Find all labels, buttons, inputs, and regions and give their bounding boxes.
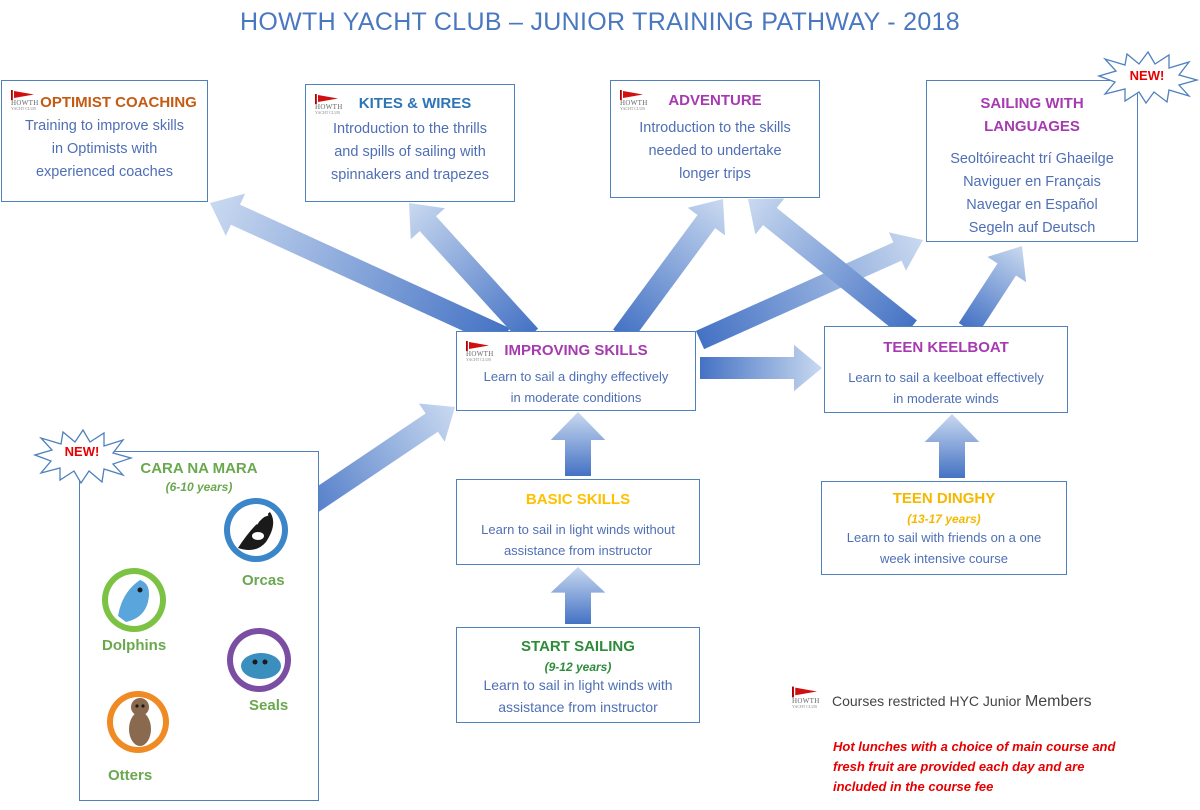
orcas-label: Orcas bbox=[242, 572, 285, 589]
seals-label: Seals bbox=[249, 697, 289, 714]
box-title: START SAILING bbox=[521, 638, 635, 655]
arrow-teendinghy-to-keelboat bbox=[924, 414, 980, 478]
dolphins-label: Dolphins bbox=[102, 637, 167, 654]
lunch-footnote: Hot lunches with a choice of main course… bbox=[833, 739, 1116, 794]
box-text-line: assistance from instructor bbox=[498, 699, 658, 715]
arrow-keelboat-to-languages bbox=[958, 246, 1027, 335]
start-sailing-box: START SAILING (9-12 years) Learn to sail… bbox=[456, 627, 700, 723]
box-title: BASIC SKILLS bbox=[525, 491, 631, 508]
teen-dinghy-box: TEEN DINGHY (13-17 years) Learn to sail … bbox=[821, 481, 1067, 575]
box-title: OPTIMIST COACHING bbox=[40, 94, 197, 111]
box-text-line: Seoltóireacht trí Ghaeilge bbox=[950, 151, 1114, 167]
new-badge-cara: NEW! bbox=[64, 444, 100, 459]
arrow-improving-to-adventure bbox=[613, 199, 725, 343]
box-title: CARA NA MARA bbox=[140, 460, 258, 477]
orca-mascot-icon bbox=[224, 498, 288, 562]
arrow-improving-to-keelboat bbox=[700, 344, 822, 392]
box-text-line: Learn to sail with friends on a one bbox=[846, 530, 1042, 545]
box-text-line: spinnakers and trapezes bbox=[331, 167, 489, 183]
arrow-improving-to-kites bbox=[409, 203, 539, 344]
box-text-line: Introduction to the skills bbox=[639, 120, 791, 136]
otters-label: Otters bbox=[108, 767, 153, 784]
box-text-line: Learn to sail a keelboat effectively bbox=[848, 370, 1044, 385]
arrow-improving-to-optimist bbox=[210, 193, 510, 348]
burgee-icon bbox=[792, 686, 817, 698]
box-text-line: Training to improve skills bbox=[24, 118, 184, 134]
box-text-line: and spills of sailing with bbox=[334, 144, 486, 160]
box-title: SAILING WITH LANGUAGES bbox=[980, 95, 1084, 135]
legend-text: Courses restricted HYC Junior Members bbox=[832, 693, 1092, 710]
box-text-line: Navegar en Español bbox=[966, 197, 1098, 213]
box-text-line: needed to undertake bbox=[648, 143, 782, 159]
box-title: KITES & WIRES bbox=[358, 95, 472, 112]
arrow-start-to-basic bbox=[550, 567, 606, 624]
box-text-line: Learn to sail in light winds with bbox=[483, 677, 673, 693]
legend-hyc-logo: HOWTH YACHT CLUB bbox=[792, 686, 819, 712]
box-title: TEEN KEELBOAT bbox=[883, 339, 1009, 356]
arrow-cara-to-improving bbox=[283, 403, 455, 528]
burgee-icon bbox=[315, 94, 338, 104]
otter-mascot-icon bbox=[107, 691, 169, 753]
new-badge-languages: NEW! bbox=[1129, 68, 1165, 83]
basic-skills-box: BASIC SKILLS Learn to sail in light wind… bbox=[456, 479, 700, 565]
teen-keelboat-box: TEEN KEELBOAT Learn to sail a keelboat e… bbox=[824, 326, 1068, 413]
box-subtitle: (13-17 years) bbox=[907, 512, 981, 526]
burgee-icon bbox=[620, 90, 643, 100]
burgee-icon bbox=[11, 90, 34, 100]
box-text-line: Learn to sail in light winds without bbox=[481, 522, 675, 537]
box-title: ADVENTURE bbox=[668, 92, 762, 109]
box-text-line: Introduction to the thrills bbox=[333, 121, 487, 137]
arrow-improving-to-languages bbox=[695, 232, 923, 350]
box-subtitle: (9-12 years) bbox=[544, 660, 612, 674]
arrow-keelboat-to-adventure bbox=[748, 198, 917, 338]
arrow-basic-to-improving bbox=[550, 412, 606, 476]
box-text-line: in moderate conditions bbox=[510, 390, 642, 405]
box-text-line: in Optimists with bbox=[51, 141, 158, 157]
page-title: HOWTH YACHT CLUB – JUNIOR TRAINING PATHW… bbox=[240, 8, 960, 36]
box-text-line: experienced coaches bbox=[35, 164, 174, 180]
box-text-line: week intensive course bbox=[880, 551, 1008, 566]
box-title: TEEN DINGHY bbox=[892, 490, 996, 507]
dolphin-mascot-icon bbox=[102, 568, 166, 632]
burgee-icon bbox=[466, 341, 489, 351]
box-title: IMPROVING SKILLS bbox=[504, 342, 648, 359]
new-burst-icon bbox=[33, 428, 133, 484]
box-text-line: assistance from instructor bbox=[503, 543, 653, 558]
box-text-line: Naviguer en Français bbox=[963, 174, 1101, 190]
box-text-line: in moderate winds bbox=[893, 391, 999, 406]
seal-mascot-icon bbox=[227, 628, 291, 692]
box-subtitle: (6-10 years) bbox=[165, 480, 233, 494]
box-text-line: longer trips bbox=[679, 166, 751, 182]
new-burst-icon bbox=[1097, 50, 1199, 104]
sailing-with-languages-box: SAILING WITH LANGUAGES Seoltóireacht trí… bbox=[926, 80, 1138, 242]
box-text-line: Segeln auf Deutsch bbox=[968, 220, 1096, 236]
box-text-line: Learn to sail a dinghy effectively bbox=[483, 369, 669, 384]
